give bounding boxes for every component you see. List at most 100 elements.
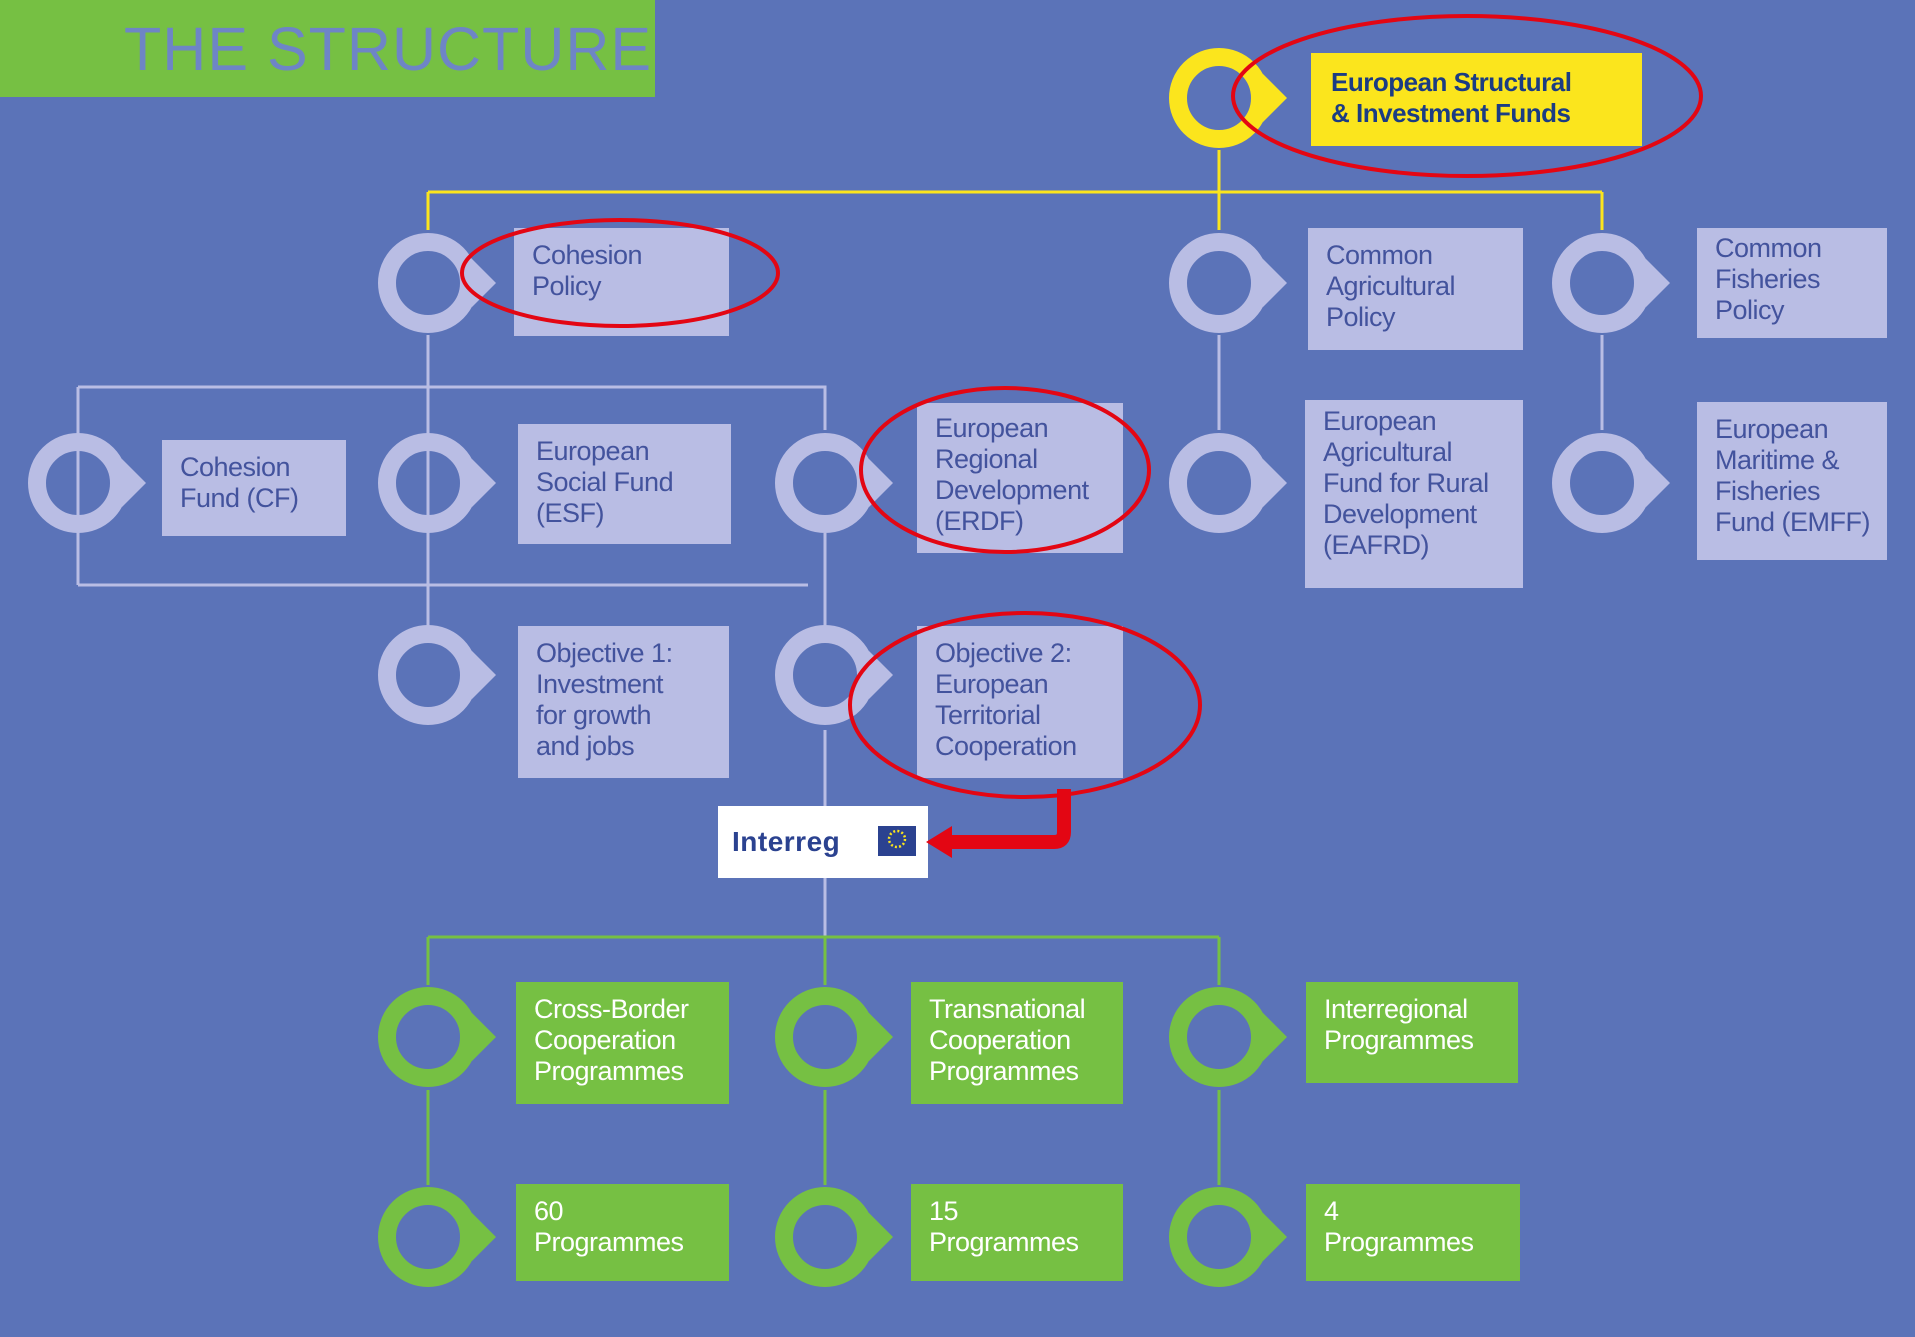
highlight-obj2 xyxy=(848,611,1202,799)
cf-line: Fund (CF) xyxy=(180,483,299,513)
cap-line: Common xyxy=(1326,240,1433,270)
cohesion-fund-bracket xyxy=(78,385,827,430)
ir-count-line: 4 xyxy=(1324,1196,1339,1226)
cross-border-ring xyxy=(378,987,496,1087)
emff-line: European xyxy=(1715,414,1829,444)
highlight-arrow-to-interreg xyxy=(938,789,1071,849)
obj2-line: Territorial xyxy=(935,700,1041,730)
esif-ring xyxy=(1169,48,1287,148)
erdf-line: (ERDF) xyxy=(935,506,1024,536)
transnational-line: Programmes xyxy=(929,1056,1079,1086)
eafrd-line: European xyxy=(1323,406,1437,436)
cb-count-line: 60 xyxy=(534,1196,564,1226)
cap-ring xyxy=(1169,233,1287,333)
title-bar: THE STRUCTURE xyxy=(0,0,655,97)
transnational-line: Cooperation xyxy=(929,1025,1071,1055)
highlight-erdf xyxy=(859,386,1151,554)
esif-line: & Investment Funds xyxy=(1331,98,1571,128)
cohesion-policy-ring xyxy=(378,233,496,333)
page-title: THE STRUCTURE xyxy=(124,15,653,83)
erdf-line: Development xyxy=(935,475,1089,505)
interregional-line: Programmes xyxy=(1324,1025,1474,1055)
transnational-count-ring xyxy=(775,1187,893,1287)
cross-border-line: Cross-Border xyxy=(534,994,689,1024)
obj1-line: Objective 1: xyxy=(536,638,673,668)
obj1-line: for growth xyxy=(536,700,652,730)
emff-ring xyxy=(1552,433,1670,533)
erdf-line: European xyxy=(935,413,1049,443)
cfp-line: Policy xyxy=(1715,295,1785,325)
highlight-cohesion-policy xyxy=(460,218,780,328)
cb-count-line: Programmes xyxy=(534,1227,684,1257)
esif-text: European Structural& Investment Funds xyxy=(1331,67,1642,129)
cross-border-count-ring xyxy=(378,1187,496,1287)
interregional-count-ring xyxy=(1169,1187,1287,1287)
highlight-esif xyxy=(1231,14,1703,178)
esf-line: Social Fund xyxy=(536,467,674,497)
cfp-ring xyxy=(1552,233,1670,333)
esf-line: (ESF) xyxy=(536,498,605,528)
obj2-line: European xyxy=(935,669,1049,699)
cross-border-line: Programmes xyxy=(534,1056,684,1086)
interreg-logo-text: Interreg xyxy=(732,826,841,857)
cap-line: Policy xyxy=(1326,302,1396,332)
cohesion-policy-line: Policy xyxy=(532,271,602,301)
cross-border-line: Cooperation xyxy=(534,1025,676,1055)
eu-flag-icon xyxy=(878,826,916,856)
ir-count-line: Programmes xyxy=(1324,1227,1474,1257)
eafrd-line: Development xyxy=(1323,499,1477,529)
cap-line: Agricultural xyxy=(1326,271,1456,301)
erdf-line: Regional xyxy=(935,444,1038,474)
eafrd-ring xyxy=(1169,433,1287,533)
tn-count-line: 15 xyxy=(929,1196,959,1226)
eafrd-line: Agricultural xyxy=(1323,437,1453,467)
highlight-arrow-head xyxy=(926,826,952,858)
obj2-ring xyxy=(775,625,893,725)
esf-ring xyxy=(378,433,496,533)
cf-line: Cohesion xyxy=(180,452,291,482)
emff-line: Fund (EMFF) xyxy=(1715,507,1871,537)
emff-line: Fisheries xyxy=(1715,476,1821,506)
obj1-ring xyxy=(378,625,496,725)
cfp-line: Fisheries xyxy=(1715,264,1821,294)
cohesion-policy-line: Cohesion xyxy=(532,240,643,270)
eafrd-line: (EAFRD) xyxy=(1323,530,1430,560)
interregional-ring xyxy=(1169,987,1287,1087)
obj2-line: Cooperation xyxy=(935,731,1077,761)
emff-line: Maritime & xyxy=(1715,445,1840,475)
interreg-logo: Interreg xyxy=(718,806,928,878)
esf-line: European xyxy=(536,436,650,466)
eafrd-line: Fund for Rural xyxy=(1323,468,1489,498)
transnational-line: Transnational xyxy=(929,994,1086,1024)
tn-count-line: Programmes xyxy=(929,1227,1079,1257)
esif-box: European Structural& Investment Funds xyxy=(1311,53,1642,146)
erdf-ring xyxy=(775,433,893,533)
obj1-line: and jobs xyxy=(536,731,635,761)
